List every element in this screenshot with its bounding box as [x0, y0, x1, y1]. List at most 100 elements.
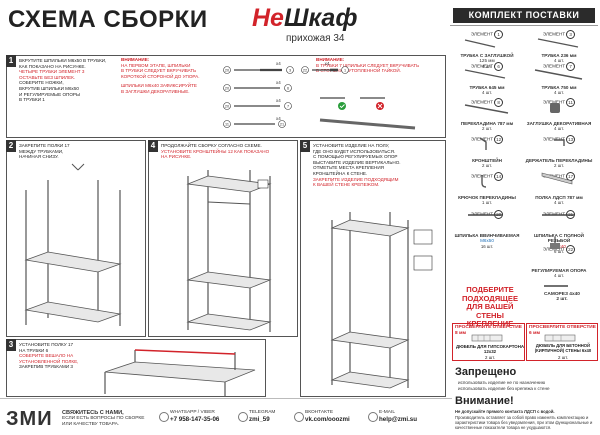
step1-attn-line: В ТРУБКИ СЛЕДУЕТ ВКРУЧИВАТЬ	[121, 68, 197, 74]
step1-part: 20	[225, 105, 229, 109]
kit-item-element-word: ЭЛЕМЕНТ	[542, 63, 566, 69]
screw-qty: 2 шт.	[556, 297, 568, 302]
screw-label: САМОРЕЗ 4х40 2 шт.	[527, 292, 597, 302]
dowel1-qty: 2 шт.	[485, 355, 495, 360]
kit-item-qty: 4 шт.	[554, 200, 564, 206]
step4-diagram	[186, 170, 272, 332]
step1-number: 1	[6, 55, 16, 67]
email-label: E-MAIL	[379, 410, 395, 415]
email-block: E-MAIL help@zmi.su	[379, 410, 417, 423]
brand-ne: Не	[252, 4, 284, 32]
kit-item-qty: 6 шт.	[554, 249, 564, 255]
step1-attn-line: В ЗАГЛУШКИ ДЕКОРАТИВНЫЕ.	[121, 88, 190, 94]
step5-line: ОТМЕТЬТЕ МЕСТА КРЕПЛЕНИЯ	[313, 165, 384, 171]
kit-heading: КОМПЛЕКТ ПОСТАВКИ	[453, 8, 595, 23]
email-icon	[368, 412, 378, 422]
step2-line: НАЧИНАЯ СНИЗУ.	[19, 154, 59, 160]
step1-attn2-line: В СТОРОНУ С УТОПЛЕННОЙ ГАЙКОЙ.	[316, 68, 401, 74]
vk-value[interactable]: vk.com/ooozmi	[305, 416, 350, 423]
step1-part: 3	[289, 69, 291, 73]
step3-diagram	[104, 349, 256, 396]
step1-attn2-line: ВНИМАНИЕ:	[316, 57, 345, 62]
whatsapp-icon	[159, 412, 169, 422]
step3-box	[6, 339, 266, 397]
step4-text: ПРОДОЛЖАЙТЕ СБОРКУ СОГЛАСНО СХЕМЕ. УСТАН…	[161, 143, 296, 160]
step1-qty-2: х4	[276, 80, 281, 85]
kit-item-number: 11	[566, 98, 576, 107]
screw-name: САМОРЕЗ 4х40	[544, 292, 580, 297]
kit-item-qty: 4 шт.	[554, 58, 564, 64]
step5-line: ЗАКРЕПИТЕ ИЗДЕЛИЕ ПОДХОДЯЩИМ	[313, 176, 399, 182]
step1-qty-3: х4	[276, 98, 281, 103]
step1-part: 11	[225, 123, 229, 127]
kit-item-element-word: ЭЛЕМЕНТ	[542, 246, 566, 252]
step1-foot-qty: х4	[325, 61, 330, 66]
dowel1-icon	[471, 334, 503, 342]
step1-part: 20	[225, 69, 229, 73]
kit-item-qty: 2 шт.	[554, 163, 564, 169]
dowel2-icon	[544, 334, 576, 342]
telegram-block: TELEGRAM zmi_59	[249, 410, 275, 423]
kit-item-name: ЗАГЛУШКА ДЕКОРАТИВНАЯ	[526, 121, 592, 126]
telegram-icon	[238, 412, 248, 422]
attention-bold: Не допускайте прямого контакта ЛДСП с во…	[455, 409, 555, 414]
dowel2-name: ДЮБЕЛЬ ДЛЯ БЕТОННОЙ (КИРПИЧНОЙ) СТЕНЫ 6х…	[534, 343, 592, 353]
step1-line: КАК ПОКАЗАНО НА РИСУНКЕ.	[19, 63, 86, 69]
step3-line: УСТАНОВИТЕ ПОЛКУ 17	[19, 342, 74, 347]
kit-item-qty: 4 шт.	[554, 126, 564, 132]
step1-line: ВКРУТИТЕ ШПИЛЬКИ М6х50 В ТРУБКИ,	[19, 58, 107, 63]
kit-item-element-word: ЭЛЕМЕНТ	[542, 99, 566, 105]
step1-line: ЧЕТЫРЕ ТРУБКИ ЭЛЕМЕНТ 3	[19, 69, 85, 75]
kit-item-qty: 2 шт.	[482, 126, 492, 132]
kit-item-qty: 2 шт.	[482, 163, 492, 169]
kit-item-size: М6х50	[480, 238, 494, 244]
step4-line: УСТАНОВИТЕ КРОНШТЕЙНЫ 12 КАК ПОКАЗАНО	[161, 148, 270, 154]
attention-text: Производитель оставляет за собой право и…	[455, 415, 593, 430]
kit-item-number: 1	[494, 30, 504, 39]
footer-divider	[0, 398, 452, 399]
step5-line: К ВАШЕЙ СТЕНЕ КРЕПЕЖОМ.	[313, 182, 380, 188]
kit-item-element-word: ЭЛЕМЕНТ	[470, 99, 494, 105]
step1-attn-line: КОРОТКОЙ СТОРОНОЙ ДО УПОРА.	[121, 73, 200, 79]
step3-line: СОБЕРИТЕ ВЕШАЛО НА	[19, 353, 74, 359]
contact-sub-2: ИЛИ КАЧЕСТВУ ТОВАРА.	[62, 422, 120, 427]
step1-attn-line: НА ПЕРВОМ ЭТАПЕ, ШПИЛЬКИ	[121, 62, 191, 68]
step3-text: УСТАНОВИТЕ ПОЛКУ 17 НА ТРУБКИ 6 СОБЕРИТЕ…	[19, 342, 109, 370]
step1-box	[6, 55, 446, 138]
kit-item-name: ТРУБКА 645 мм	[469, 85, 505, 90]
step1-line: ВКРУТИВ ШПИЛЬКИ М6х50	[19, 85, 79, 91]
email-value[interactable]: help@zmi.su	[379, 416, 418, 423]
vk-icon	[294, 412, 304, 422]
kit-item-number: 3	[566, 30, 576, 39]
step5-box	[300, 140, 446, 397]
forbidden-item-2: использовать изделие без крепежа к стене	[458, 386, 550, 391]
step1-line: И РЕГУЛИРУЕМЫЕ ОПОРЫ	[19, 91, 81, 97]
step5-line: С ПОМОЩЬЮ РЕГУЛИРУЕМЫХ ОПОР	[313, 154, 398, 160]
kit-item-name: КРЮЧОК ПЕРЕКЛАДИНЫ	[458, 195, 516, 200]
kit-item-size: 125 мм	[479, 58, 495, 64]
step5-text: УСТАНОВИТЕ ИЗДЕЛИЕ НА ПОЛУ, ГДЕ ОНО БУДЕ…	[313, 143, 445, 188]
kit-item-qty: 1 шт.	[482, 200, 492, 206]
kit-item-number: 12	[494, 135, 504, 144]
dowel2-qty: 2 шт.	[558, 355, 568, 360]
step2-line: ЗАКРЕПИТЕ ПОЛКИ 17	[19, 143, 70, 148]
step4-box	[148, 140, 298, 337]
kit-item-element-word: ЭЛЕМЕНТ	[542, 31, 566, 37]
step1-text: ВКРУТИТЕ ШПИЛЬКИ М6х50 В ТРУБКИ, КАК ПОК…	[19, 58, 117, 103]
step5-number: 5	[300, 140, 310, 152]
kit-item-qty: 4 шт.	[482, 63, 492, 69]
step2-box	[6, 140, 146, 337]
whatsapp-value[interactable]: +7 958-147-35-06	[170, 416, 220, 423]
telegram-value[interactable]: zmi_59	[249, 416, 270, 423]
kit-item-name: ШПИЛЬКА ВВИНЧИВАЕМАЯ	[454, 233, 520, 238]
step5-line: ВЫСТАВИТЕ ИЗДЕЛИЕ ВЕРТИКАЛЬНО.	[313, 159, 401, 165]
step4-line: ПРОДОЛЖАЙТЕ СБОРКУ СОГЛАСНО СХЕМЕ.	[161, 143, 262, 148]
contact-sub-1: ЕСЛИ ЕСТЬ ВОПРОСЫ ПО СБОРКЕ	[62, 416, 145, 421]
step1-part: 7	[287, 105, 289, 109]
forbidden-title: Запрещено	[455, 366, 517, 378]
